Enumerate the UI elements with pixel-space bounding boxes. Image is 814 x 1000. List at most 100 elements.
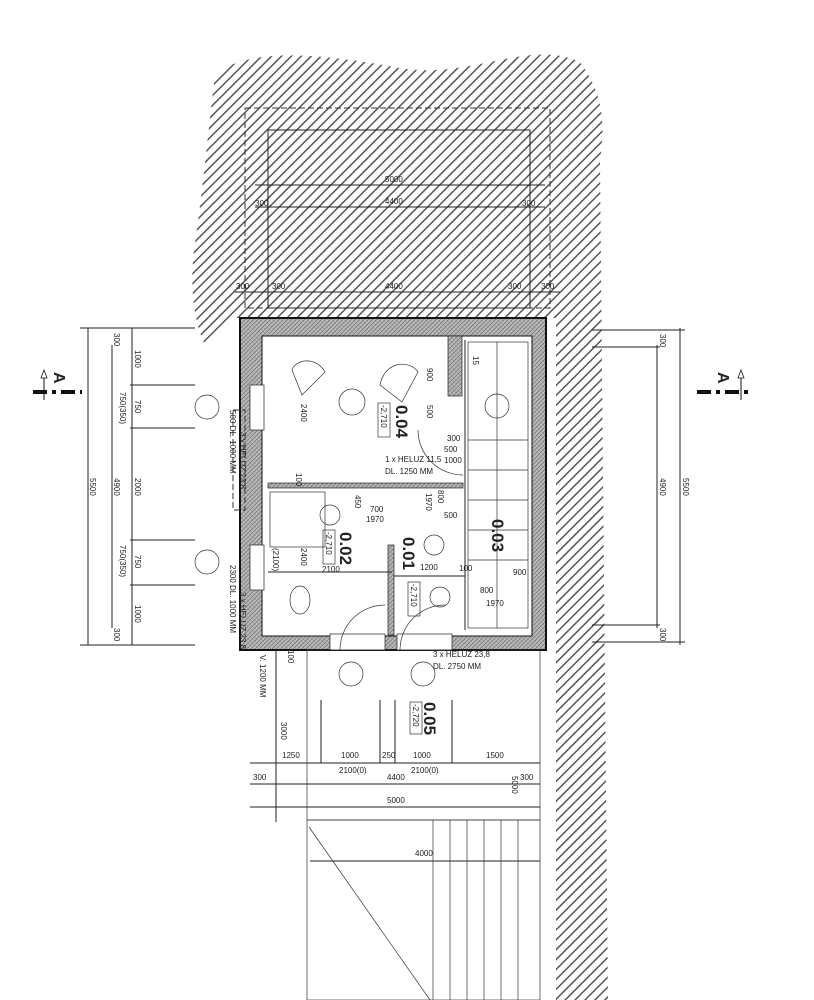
dimension-label: 1970 [424, 493, 433, 511]
dimension-label: 900 [425, 368, 434, 382]
section-marker-left: A [33, 368, 82, 400]
right-dimensions: 300 4900 5500 300 [592, 328, 690, 645]
dimension-label: 300 [658, 628, 667, 642]
bottom-dimensions: 1250 1000 250 1000 1500 2100(0) 2100(0) … [250, 650, 540, 862]
dimension-label: 4000 [415, 849, 433, 858]
dimension-label: 300 [253, 773, 267, 782]
staircase [467, 341, 529, 629]
dimension-label: 300 [541, 282, 555, 291]
lintel-note: 2300 DL. 1000 MM [228, 565, 237, 633]
dimension-label: 2100(0) [411, 766, 439, 775]
dimension-label: 100 [459, 564, 473, 573]
lintel-note: 3 x HELUZ 23,8 [238, 592, 247, 649]
lintel-note: 3 x HELUZ 23,8 [238, 432, 247, 489]
room-level: -2,710 [324, 532, 333, 555]
dimension-label: 4400 [385, 197, 403, 206]
dimension-label: 2400 [299, 548, 308, 566]
dimension-label: 1250 [282, 751, 300, 760]
toilet [289, 585, 311, 615]
dimension-label: 250 [382, 751, 396, 760]
dimension-label: 750 [133, 555, 142, 569]
dimension-label: 4400 [387, 773, 405, 782]
dimension-label: 1000 [133, 605, 142, 623]
dimension-label: 500 [444, 445, 458, 454]
dimension-label: 300 [508, 282, 522, 291]
dimension-label: 5000 [510, 776, 519, 794]
room-0.05: 0.05 -2,720 [275, 649, 541, 822]
room-level: -2,710 [379, 405, 388, 428]
room-0.01: 0.01 -2,710 [399, 537, 421, 617]
dimension-label: 300 [520, 773, 534, 782]
room-0.04: 0.04 -2,710 [377, 402, 411, 439]
dimension-label: 3000 [279, 722, 288, 740]
interior-dimensions: 900 500 2400 100 300 500 1000 700 1970 4… [271, 356, 527, 608]
arrow-up-icon [40, 368, 48, 379]
dimension-label: 500 [444, 511, 458, 520]
lintel-outline [232, 409, 246, 511]
dimension-label: 900 [513, 568, 527, 577]
dimension-label: 1000 [444, 456, 462, 465]
shower [269, 491, 326, 548]
dimension-label: 300 [658, 334, 667, 348]
dimension-label: 2000 [133, 478, 142, 496]
dimension-label: 1000 [413, 751, 431, 760]
room-number: 0.02 [336, 532, 355, 565]
exterior-stair [306, 819, 541, 1000]
dimension-label: 4900 [658, 478, 667, 496]
room-level: -2,720 [411, 704, 420, 727]
dimension-label: 5000 [385, 175, 403, 184]
dimension-label: 1970 [366, 515, 384, 524]
dimension-label: 800 [436, 490, 445, 504]
dimension-label: (2100) [271, 548, 280, 571]
dimension-label: 750(350) [118, 545, 127, 577]
dimension-label: 500 [425, 405, 434, 419]
dimension-label: 700 [370, 505, 384, 514]
dimension-label: 300 [112, 333, 121, 347]
arrow-up-icon [737, 368, 745, 379]
dimension-label: 5000 [387, 796, 405, 805]
dimension-label: 800 [480, 586, 494, 595]
dimension-label: 2100(0) [339, 766, 367, 775]
dimension-label: 300 [236, 282, 250, 291]
dimension-label: A [50, 372, 67, 384]
dimension-label: 1000 [133, 350, 142, 368]
room-number: 0.05 [420, 702, 439, 735]
dimension-label: 450 [353, 495, 362, 509]
furniture [269, 360, 464, 651]
room-number: 0.03 [488, 519, 507, 552]
lintel-note: V. 1200 MM [258, 655, 267, 698]
dimension-label: 300 [522, 199, 536, 208]
lintel-note: DL. 1250 MM [385, 467, 433, 476]
dimension-label: 1970 [486, 599, 504, 608]
room-number: 0.01 [399, 537, 418, 570]
dimension-label: 1200 [420, 563, 438, 572]
lintel-note: 3 x HELUZ 23,8 [433, 650, 490, 659]
lintel-note: DL. 2750 MM [433, 662, 481, 671]
dimension-label: 750(350) [118, 392, 127, 424]
terrain-hatch [192, 54, 608, 1000]
dimension-label: 2100 [322, 565, 340, 574]
dimension-label: 4900 [112, 478, 121, 496]
dimension-label: 5500 [88, 478, 97, 496]
room-0.03: 0.03 [488, 519, 507, 552]
lintel-note: 1 x HELUZ 11,5 [385, 455, 442, 464]
dimension-label: 5500 [681, 478, 690, 496]
dimension-label: 1000 [341, 751, 359, 760]
left-dimensions: 300 1000 750 750(350) 2000 750 750(350) … [80, 327, 220, 646]
building-walls [239, 317, 547, 651]
dimension-label: 2400 [299, 404, 308, 422]
dimension-label: 100 [286, 650, 295, 664]
top-dimensions: 5000 4400 300 300 4400 300 300 300 300 [236, 175, 555, 291]
roof-outline [235, 107, 560, 309]
room-0.02: 0.02 -2,710 [322, 529, 355, 565]
dimension-label: 750 [133, 400, 142, 414]
room-level: -2,710 [409, 584, 418, 607]
dimension-label: A [714, 372, 731, 384]
dimension-label: 100 [294, 473, 303, 487]
dimension-label: 300 [112, 628, 121, 642]
dimension-label: 15 [471, 356, 480, 365]
table [338, 388, 366, 416]
dimension-label: 300 [447, 434, 461, 443]
dimension-label: 300 [272, 282, 286, 291]
